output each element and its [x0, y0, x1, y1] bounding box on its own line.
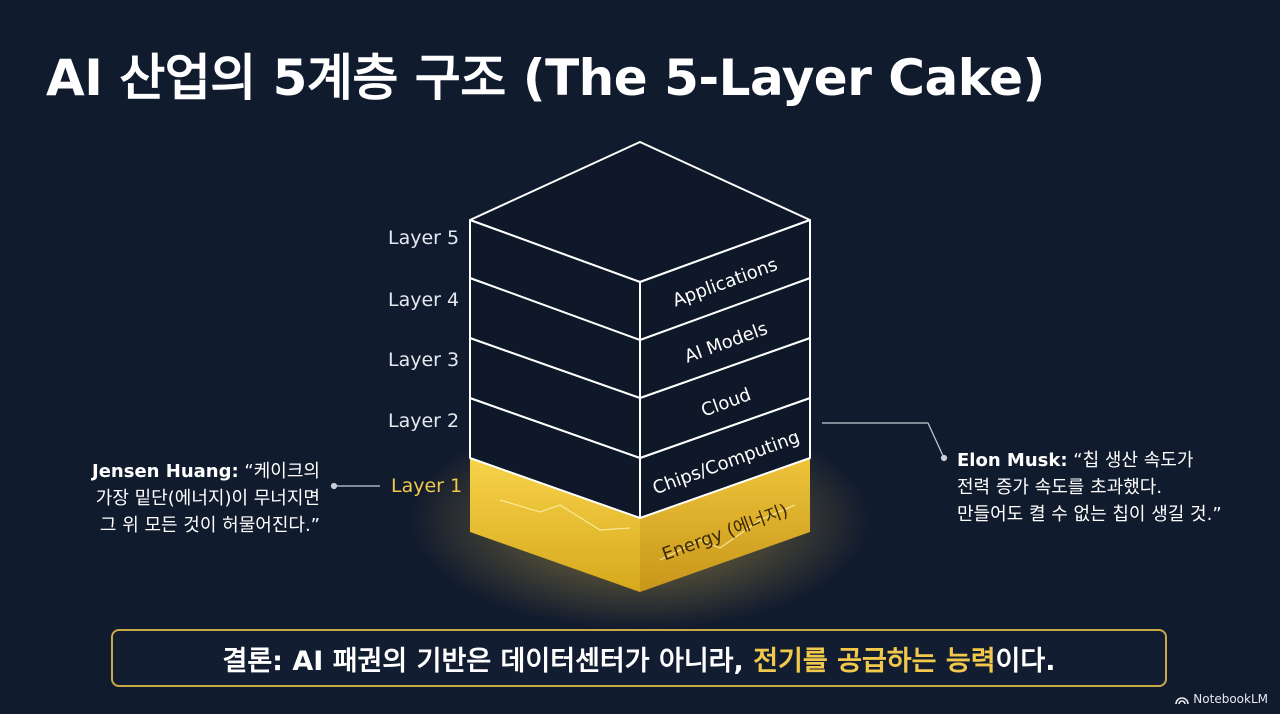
- notebooklm-logo-icon: [1175, 697, 1190, 705]
- connector-left: [330, 482, 380, 490]
- brand-mark: NotebookLM: [1175, 692, 1268, 706]
- jensen-quote: Jensen Huang: “케이크의 가장 밑단(에너지)이 무너지면 그 위…: [92, 458, 320, 539]
- layer-1-label: Layer 1: [391, 475, 463, 497]
- jensen-line-1: “케이크의: [244, 461, 320, 482]
- jensen-line-3: 그 위 모든 것이 허물어진다.”: [99, 515, 320, 536]
- connector-right: [822, 422, 948, 462]
- layer-2-label: Layer 2: [388, 410, 460, 432]
- brand-name: NotebookLM: [1193, 692, 1268, 706]
- page-title: AI 산업의 5계층 구조 (The 5-Layer Cake): [46, 49, 1045, 107]
- layer-5-label: Layer 5: [388, 227, 460, 249]
- elon-line-3: 만들어도 켤 수 없는 칩이 생길 것.”: [957, 504, 1222, 525]
- conclusion-highlight: 전기를 공급하는 능력: [753, 645, 996, 677]
- layer-3-label: Layer 3: [388, 349, 460, 371]
- elon-line-1: “칩 생산 속도가: [1073, 450, 1194, 471]
- layer-5-slab: [469, 141, 811, 341]
- elon-quote: Elon Musk: “칩 생산 속도가 전력 증가 속도를 초과했다. 만들어…: [957, 447, 1222, 528]
- layer-4-label: Layer 4: [388, 289, 460, 311]
- elon-speaker: Elon Musk:: [957, 450, 1068, 471]
- conclusion-suffix: 이다.: [995, 645, 1056, 677]
- jensen-line-2: 가장 밑단(에너지)이 무너지면: [95, 488, 320, 509]
- conclusion-prefix: 결론: AI 패권의 기반은 데이터센터가 아니라,: [222, 645, 754, 677]
- elon-line-2: 전력 증가 속도를 초과했다.: [957, 477, 1163, 498]
- jensen-speaker: Jensen Huang:: [92, 461, 239, 482]
